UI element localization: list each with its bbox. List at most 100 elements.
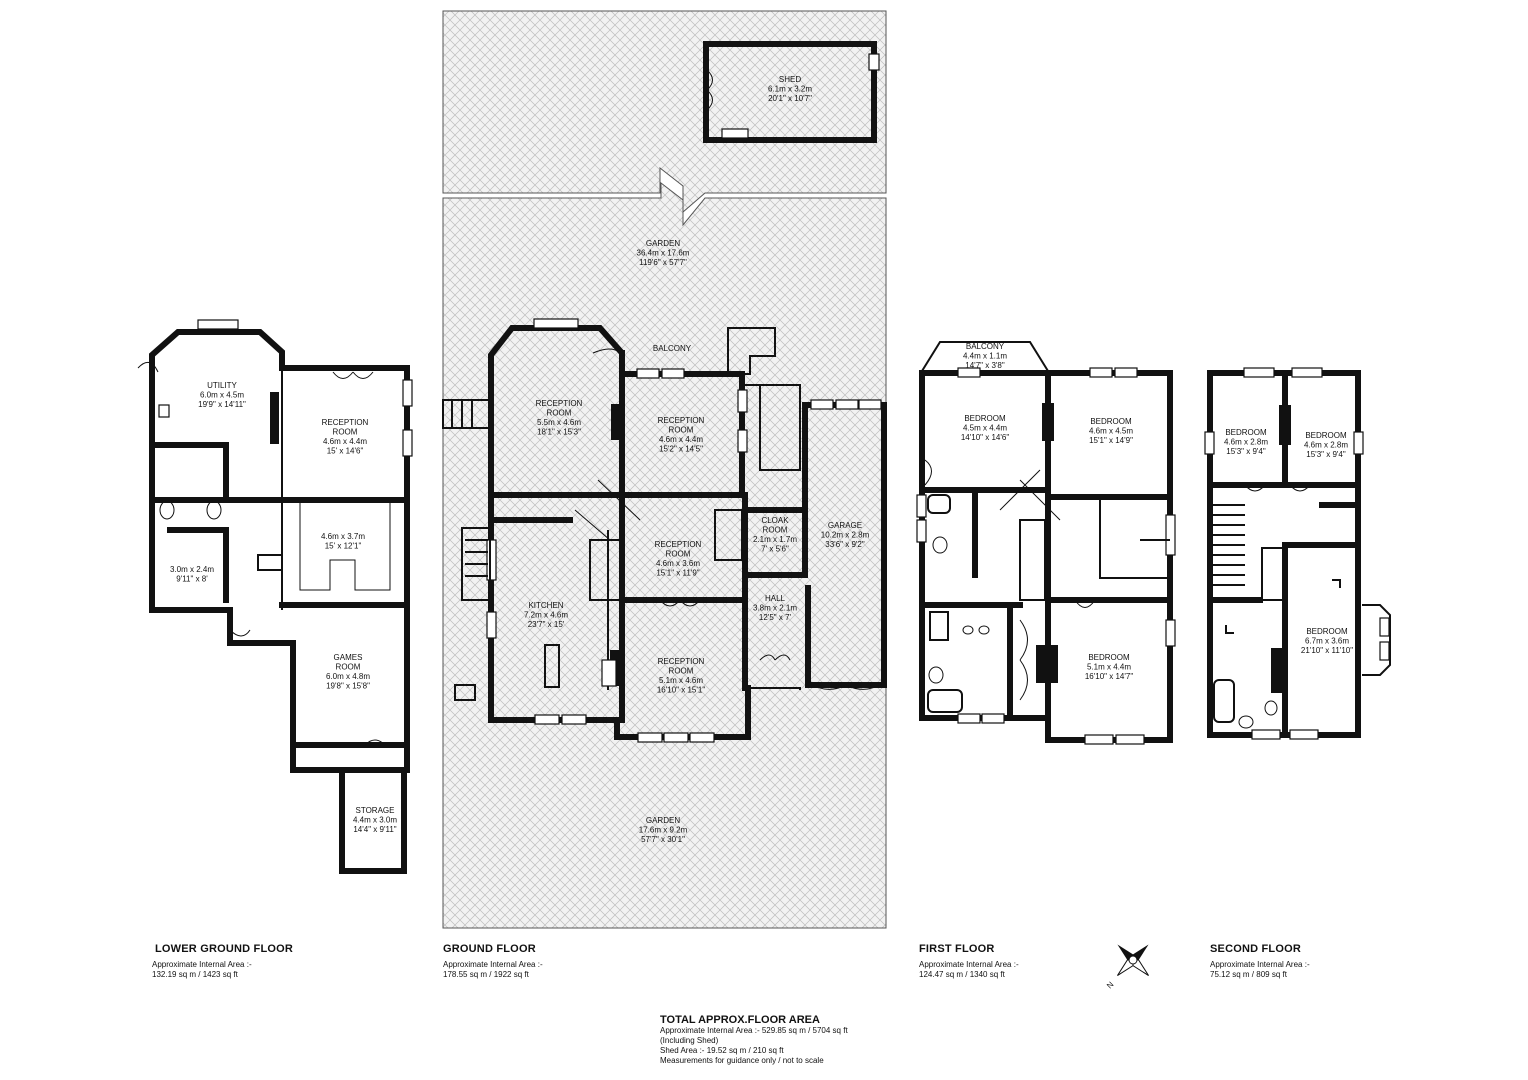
first-area-value: 124.47 sq m / 1340 sq ft (919, 970, 1005, 979)
room-label-line: 4.6m x 3.6m (656, 559, 700, 568)
room-label-line: 9'11" x 8' (176, 575, 208, 584)
room-label-line: STORAGE (356, 806, 395, 815)
room-label-line: HALL (765, 594, 786, 603)
shed-outline (703, 41, 880, 143)
total-area-title: TOTAL APPROX.FLOOR AREA (660, 1014, 820, 1026)
room-label-line: 33'6" x 9'2" (825, 540, 865, 549)
room-label-line: BEDROOM (1306, 627, 1348, 636)
room-label-line: 15'3" x 9'4" (1306, 450, 1346, 459)
room-label-line: RECEPTION (322, 418, 369, 427)
room-label-line: 4.6m x 4.4m (659, 435, 703, 444)
room-label-line: 5.1m x 4.6m (659, 676, 703, 685)
room-label-line: 4.6m x 4.4m (323, 437, 367, 446)
room-label-line: 17.6m x 9.2m (639, 826, 688, 835)
lower-ground-floor-plan (137, 319, 413, 874)
room-label-line: SHED (779, 75, 801, 84)
room-label-line: ROOM (669, 426, 694, 435)
room-label-line: BALCONY (966, 342, 1005, 351)
garden-bottom-area (442, 181, 887, 929)
room-label-line: 119'6" x 57'7" (639, 258, 687, 267)
room-label-line: 14'10" x 14'6" (961, 433, 1009, 442)
first-floor-title: FIRST FLOOR (919, 943, 995, 955)
compass-rose (1117, 944, 1149, 976)
room-label-line: 4.6m x 3.7m (321, 532, 365, 541)
ground-floor-title: GROUND FLOOR (443, 943, 536, 955)
room-label-line: GARDEN (646, 816, 680, 825)
ground-floor-plan (442, 318, 887, 743)
room-label-line: ROOM (763, 526, 788, 535)
room-label-line: ROOM (669, 667, 694, 676)
second-area-value: 75.12 sq m / 809 sq ft (1210, 970, 1287, 979)
ground-area-value: 178.55 sq m / 1922 sq ft (443, 970, 529, 979)
room-label-line: 3.0m x 2.4m (170, 565, 214, 574)
first-area-label: Approximate Internal Area :- (919, 960, 1019, 969)
room-label-line: 15'1" x 14'9" (1089, 436, 1133, 445)
room-label-line: RECEPTION (658, 416, 705, 425)
room-label-line: 5.5m x 4.6m (537, 418, 581, 427)
room-label-line: 6.7m x 3.6m (1305, 637, 1349, 646)
room-label-line: 6.0m x 4.5m (200, 391, 244, 400)
room-label-line: 16'10" x 14'7" (1085, 672, 1133, 681)
room-label-line: 3.8m x 2.1m (753, 604, 797, 613)
room-label-line: 5.1m x 4.4m (1087, 663, 1131, 672)
room-label-line: 57'7" x 30'1" (641, 835, 685, 844)
room-label-line: ROOM (336, 663, 361, 672)
room-label-line: 19'8" x 15'8" (326, 682, 370, 691)
compass-north-label: N (1105, 980, 1116, 991)
room-label-line: 6.1m x 3.2m (768, 85, 812, 94)
room-label-line: 12'5" x 7' (759, 613, 792, 622)
room-label-line: 36.4m x 17.6m (637, 249, 690, 258)
lower-ground-area-value: 132.19 sq m / 1423 sq ft (152, 970, 238, 979)
room-label-line: 15' x 14'6" (327, 447, 364, 456)
room-label-line: 15'2" x 14'5" (659, 445, 703, 454)
room-label-line: 19'9" x 14'11" (198, 400, 246, 409)
room-label-line: 2.1m x 1.7m (753, 535, 797, 544)
room-label-line: 7' x 5'6" (761, 545, 789, 554)
room-label-line: 14'4" x 9'11" (353, 825, 396, 834)
room-label-balcony-ground: BALCONY (653, 344, 692, 353)
first-floor-plan (916, 341, 1176, 745)
room-label-line: RECEPTION (655, 540, 702, 549)
lower-ground-area-label: Approximate Internal Area :- (152, 960, 252, 969)
room-label-line: BEDROOM (1090, 417, 1132, 426)
room-label-line: KITCHEN (528, 601, 563, 610)
garden-top-area (442, 10, 887, 214)
room-label-line: BEDROOM (1088, 653, 1130, 662)
room-label-line: 14'7" x 3'8" (965, 361, 1005, 370)
second-floor-plan (1204, 367, 1391, 740)
room-label-line: GARDEN (646, 239, 680, 248)
room-label-line: 23'7" x 15' (528, 620, 565, 629)
room-label-line: 4.6m x 4.5m (1089, 427, 1133, 436)
room-label-line: 15'3" x 9'4" (1226, 447, 1266, 456)
room-label-line: 21'10" x 11'10" (1301, 646, 1353, 655)
room-label-line: ROOM (666, 550, 691, 559)
room-label-line: 18'1" x 15'3" (537, 428, 581, 437)
ground-area-label: Approximate Internal Area :- (443, 960, 543, 969)
room-label-line: RECEPTION (658, 657, 705, 666)
second-area-label: Approximate Internal Area :- (1210, 960, 1310, 969)
scale-disclaimer: Measurements for guidance only / not to … (660, 1056, 824, 1065)
room-label-line: GAMES (334, 653, 363, 662)
room-label-line: 15'1" x 11'9" (656, 569, 699, 578)
room-label-line: 15' x 12'1" (325, 542, 362, 551)
room-label-line: ROOM (547, 409, 572, 418)
